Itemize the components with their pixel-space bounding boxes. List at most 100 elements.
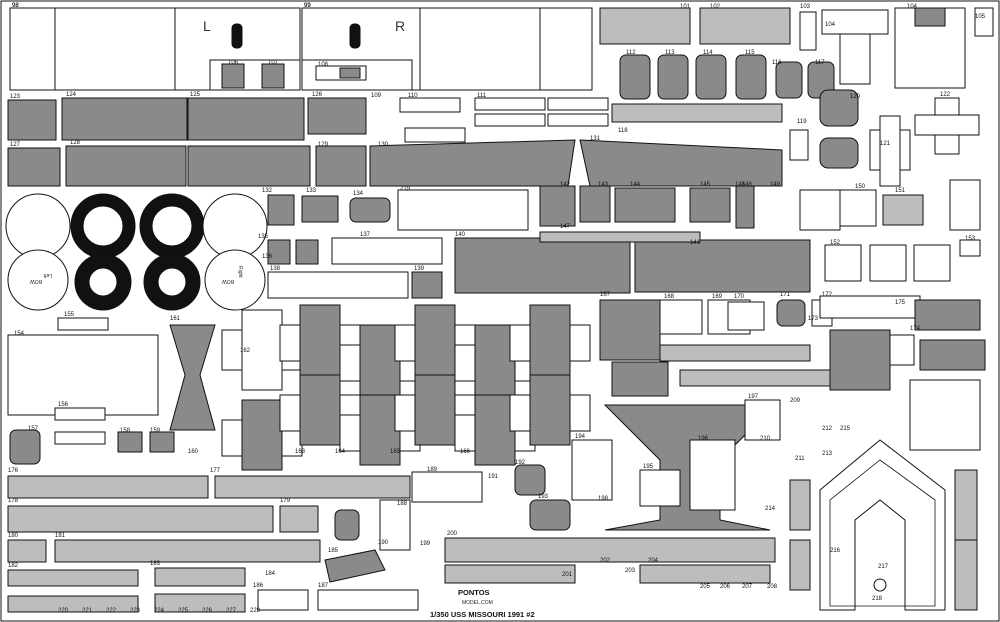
parts-224-226-tower [819, 439, 946, 611]
part-98-deck-plate-left: 98 [9, 3, 301, 91]
part-number-label: 114 [703, 50, 713, 56]
part-number-label: 180 [8, 533, 19, 539]
part-number-label: 224 [154, 608, 165, 614]
part-number-label: 171 [780, 292, 791, 298]
svg-text:99: 99 [304, 3, 311, 9]
part-number-label: 138 [270, 266, 281, 272]
part-number-label: 186 [253, 583, 264, 589]
part-number-label: 178 [8, 498, 19, 504]
part-number-label: 133 [306, 188, 317, 194]
part-number-label: 160 [188, 449, 199, 455]
part-number-label: 152 [830, 240, 841, 246]
part-number-label: 158 [120, 428, 131, 434]
part-number-label: 137 [360, 232, 371, 238]
part-number-label: 111 [477, 93, 487, 99]
part-number-label: 127 [10, 142, 21, 148]
part-number-label: 151 [895, 188, 906, 194]
part-number-label: 126 [312, 92, 323, 98]
part-number-label: 168 [664, 294, 675, 300]
part-number-label: 136 [262, 254, 273, 260]
part-number-label: 131 [590, 136, 601, 142]
part-number-label: 183 [150, 561, 161, 567]
brand-name: PONTOS [458, 588, 490, 597]
part-number-label: 202 [600, 558, 611, 564]
part-number-label: 227 [226, 608, 237, 614]
parts-187-197 [257, 464, 571, 611]
part-number-label: 200 [447, 531, 458, 537]
part-number-label: 182 [8, 563, 19, 569]
parts-198-200 [571, 399, 781, 511]
parts-119-124 [789, 89, 980, 187]
part-number-label: 129 [318, 142, 329, 148]
part-number-label: 179 [280, 498, 291, 504]
part-number-label: 223 [130, 608, 141, 614]
part-number-label: 110 [408, 93, 418, 99]
part-number-label: 141 [690, 240, 701, 246]
part-number-label: 193 [538, 494, 549, 500]
part-number-label: 98 [12, 3, 19, 9]
parts-179-186-rails [7, 475, 776, 613]
part-number-label: 145 [700, 182, 711, 188]
part-number-label: 194 [575, 434, 586, 440]
part-number-label: 220 [58, 608, 69, 614]
parts-125-131-panels [7, 97, 367, 187]
part-number-label: 184 [265, 571, 276, 577]
part-number-label: 172 [822, 292, 833, 298]
part-number-label: 153 [965, 236, 976, 242]
part-number-label: 209 [790, 398, 801, 404]
part-number-label: 149 [770, 182, 781, 188]
part-number-label: 189 [427, 467, 438, 473]
part-number-label: 105 [975, 14, 986, 20]
part-number-label: 221 [82, 608, 93, 614]
part-number-label: 117 [815, 60, 825, 66]
part-number-label: 197 [748, 394, 759, 400]
part-number-label: 173 [808, 316, 819, 322]
part-number-label: 154 [14, 331, 25, 337]
sheet-title: 1/350 USS MISSOURI 1991 #2 [430, 610, 535, 619]
label-bow-right: BOW [222, 278, 234, 284]
part-number-label: 159 [150, 428, 161, 434]
part-number-label: 156 [58, 402, 69, 408]
part-number-label: 125 [190, 92, 201, 98]
parts-132-133 [369, 139, 783, 187]
part-number-label: 199 [420, 541, 431, 547]
parts-101-105 [599, 7, 994, 89]
part-number-label: 123 [10, 94, 21, 100]
part-number-label: 187 [318, 583, 329, 589]
part-number-label: 101 [680, 4, 691, 10]
svg-text:98: 98 [12, 3, 19, 9]
part-number-label: 132 [262, 188, 273, 194]
part-number-label: 185 [328, 548, 339, 554]
brand-website: MODEL.COM [462, 600, 493, 606]
part-number-label: 225 [178, 608, 189, 614]
part-number-label: 128 [70, 140, 81, 146]
parts-134-135-gun-discs [5, 193, 268, 311]
part-number-label: 195 [643, 464, 654, 470]
part-number-label: 218 [872, 596, 883, 602]
part-number-label: 146 [742, 182, 753, 188]
part-number-label: 222 [106, 608, 117, 614]
part-number-label: 175 [895, 300, 906, 306]
part-number-label: 216 [830, 548, 841, 554]
part-number-label: 177 [210, 468, 221, 474]
part-number-label: 148 [735, 182, 746, 188]
part-number-label: 203 [625, 568, 636, 574]
part-number-label: 213 [822, 451, 833, 457]
part-number-label: 192 [515, 460, 526, 466]
part-number-label: 170 [734, 294, 745, 300]
part-number-label: 167 [600, 292, 611, 298]
part-number-label: 169 [712, 294, 723, 300]
parts-106-108 [221, 63, 367, 89]
part-number-label: 135 [258, 234, 269, 240]
part-number-label: 228 [250, 608, 261, 614]
part-number-label: 104 [907, 4, 918, 10]
label-left: Left [43, 272, 52, 278]
part-number-label: 219 [400, 186, 411, 192]
part-number-label: 174 [910, 326, 921, 332]
part-number-label: 176 [8, 468, 19, 474]
part-number-label: 205 [700, 584, 711, 590]
part-number-label: 155 [64, 312, 75, 318]
label-left-L: L [203, 18, 211, 34]
part-number-label: 140 [455, 232, 466, 238]
